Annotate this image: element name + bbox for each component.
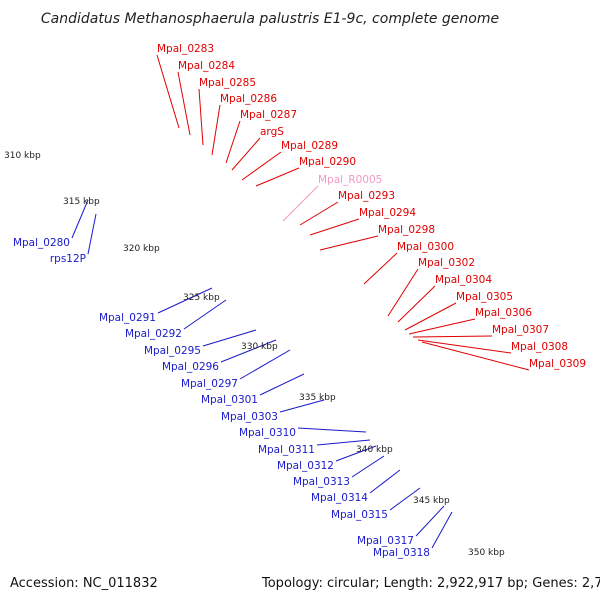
scale-label: 330 kbp bbox=[241, 342, 278, 352]
leader-line bbox=[156, 54, 180, 129]
gene-label-mpal_0285[interactable]: Mpal_0285 bbox=[199, 77, 256, 89]
gene-label-mpal_0318[interactable]: Mpal_0318 bbox=[373, 547, 430, 559]
map-title: Candidatus Methanosphaerula palustris E1… bbox=[41, 11, 499, 27]
gene-label-mpal_0286[interactable]: Mpal_0286 bbox=[220, 93, 277, 105]
gene-label-mpal_0311[interactable]: Mpal_0311 bbox=[258, 444, 315, 456]
leader-line bbox=[183, 299, 227, 330]
leader-line bbox=[431, 511, 453, 549]
gene-label-mpal_0307[interactable]: Mpal_0307 bbox=[492, 324, 549, 336]
gene-label-mpal_0291[interactable]: Mpal_0291 bbox=[99, 312, 156, 324]
gene-label-mpal_0292[interactable]: Mpal_0292 bbox=[125, 328, 182, 340]
gene-label-mpal_0313[interactable]: Mpal_0313 bbox=[293, 476, 350, 488]
leader-line bbox=[309, 218, 360, 236]
gene-labels: Mpal_0283Mpal_0284Mpal_0285Mpal_0286Mpal… bbox=[13, 43, 586, 559]
gene-label-mpal_0304[interactable]: Mpal_0304 bbox=[435, 274, 492, 286]
leader-line bbox=[255, 167, 300, 187]
leader-line bbox=[239, 349, 291, 380]
leader-line bbox=[211, 104, 221, 156]
gene-label-mpal_0308[interactable]: Mpal_0308 bbox=[511, 341, 568, 353]
leader-line bbox=[177, 71, 191, 136]
scale-label: 325 kbp bbox=[183, 293, 220, 303]
gene-label-mpal_0312[interactable]: Mpal_0312 bbox=[277, 460, 334, 472]
leader-line bbox=[363, 252, 398, 285]
leader-line bbox=[231, 137, 261, 171]
leader-line bbox=[351, 455, 385, 478]
leader-line bbox=[415, 505, 445, 537]
gene-label-mpal_0315[interactable]: Mpal_0315 bbox=[331, 509, 388, 521]
label-leader-lines bbox=[71, 54, 530, 549]
gene-label-mpal_0302[interactable]: Mpal_0302 bbox=[418, 257, 475, 269]
gene-label-mpal_0298[interactable]: Mpal_0298 bbox=[378, 224, 435, 236]
leader-line bbox=[316, 439, 371, 446]
gene-label-mpal_0295[interactable]: Mpal_0295 bbox=[144, 345, 201, 357]
leader-line bbox=[297, 427, 367, 433]
leader-line bbox=[421, 341, 530, 371]
leader-line bbox=[87, 213, 97, 255]
leader-line bbox=[198, 88, 204, 146]
leader-line bbox=[408, 318, 476, 335]
gene-label-mpal_0303[interactable]: Mpal_0303 bbox=[221, 411, 278, 423]
leader-line bbox=[225, 120, 241, 164]
gene-label-mpal_0289[interactable]: Mpal_0289 bbox=[281, 140, 338, 152]
gene-label-mpal_0287[interactable]: Mpal_0287 bbox=[240, 109, 297, 121]
accession-text: Accession: NC_011832 bbox=[10, 576, 158, 591]
leader-line bbox=[71, 199, 89, 239]
leader-line bbox=[389, 487, 421, 511]
topology-text: Topology: circular; Length: 2,922,917 bp… bbox=[261, 576, 600, 591]
scale-label: 335 kbp bbox=[299, 393, 336, 403]
leader-line bbox=[241, 151, 282, 181]
scale-label: 310 kbp bbox=[4, 151, 41, 161]
gene-label-mpal_0300[interactable]: Mpal_0300 bbox=[397, 241, 454, 253]
leader-line bbox=[202, 329, 257, 347]
gene-label-mpal_0294[interactable]: Mpal_0294 bbox=[359, 207, 416, 219]
gene-label-mpal_0301[interactable]: Mpal_0301 bbox=[201, 394, 258, 406]
gene-label-mpal_0309[interactable]: Mpal_0309 bbox=[529, 358, 586, 370]
leader-line bbox=[369, 469, 401, 494]
leader-line bbox=[417, 339, 512, 354]
leader-line bbox=[387, 268, 419, 317]
leader-line bbox=[220, 339, 277, 363]
gene-label-mpal_0310[interactable]: Mpal_0310 bbox=[239, 427, 296, 439]
gene-label-rps12p[interactable]: rps12P bbox=[50, 253, 86, 265]
scale-label: 345 kbp bbox=[413, 496, 450, 506]
leader-line bbox=[299, 201, 339, 226]
leader-line bbox=[259, 373, 305, 396]
gene-label-mpal_0293[interactable]: Mpal_0293 bbox=[338, 190, 395, 202]
leader-line bbox=[282, 185, 319, 222]
gene-label-args[interactable]: argS bbox=[260, 126, 284, 138]
leader-line bbox=[279, 399, 325, 413]
leader-line bbox=[335, 445, 377, 462]
leader-line bbox=[397, 285, 436, 323]
scale-label: 315 kbp bbox=[63, 197, 100, 207]
gene-label-mpal_0284[interactable]: Mpal_0284 bbox=[178, 60, 235, 72]
leader-line bbox=[157, 287, 213, 314]
gene-label-mpal_0280[interactable]: Mpal_0280 bbox=[13, 237, 70, 249]
gene-label-mpal_0296[interactable]: Mpal_0296 bbox=[162, 361, 219, 373]
leader-line bbox=[319, 235, 379, 251]
gene-label-mpal_0297[interactable]: Mpal_0297 bbox=[181, 378, 238, 390]
gene-label-mpal_0317[interactable]: Mpal_0317 bbox=[357, 535, 414, 547]
leader-line bbox=[404, 302, 457, 331]
gene-label-mpal_0290[interactable]: Mpal_0290 bbox=[299, 156, 356, 168]
scale-label: 350 kbp bbox=[468, 548, 505, 558]
gene-label-mpal_0306[interactable]: Mpal_0306 bbox=[475, 307, 532, 319]
scale-label: 340 kbp bbox=[356, 445, 393, 455]
gene-label-mpal_r0005[interactable]: Mpal_R0005 bbox=[318, 174, 382, 186]
gene-label-mpal_0314[interactable]: Mpal_0314 bbox=[311, 492, 368, 504]
scale-labels: 310 kbp 315 kbp 320 kbp 325 kbp 330 kbp 335 k… bbox=[4, 151, 505, 558]
gene-label-mpal_0305[interactable]: Mpal_0305 bbox=[456, 291, 513, 303]
scale-label: 320 kbp bbox=[123, 244, 160, 254]
gene-label-mpal_0283[interactable]: Mpal_0283 bbox=[157, 43, 214, 55]
leader-line bbox=[412, 335, 493, 338]
